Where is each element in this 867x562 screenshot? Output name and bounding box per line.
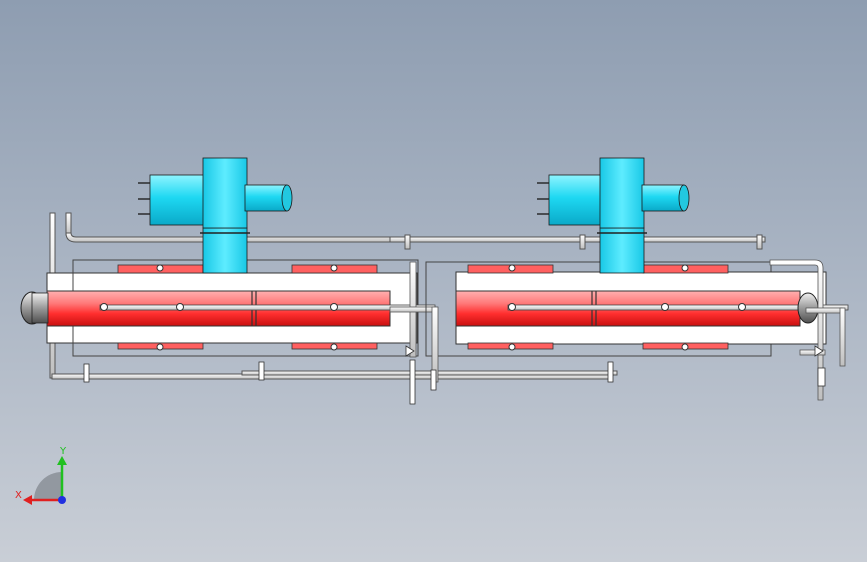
air-duct-left — [202, 227, 248, 274]
heater-module-left[interactable] — [20, 259, 436, 358]
motor-fan-left[interactable] — [138, 157, 293, 274]
shaft-left — [99, 304, 436, 311]
heater-module-right[interactable] — [425, 259, 849, 401]
motor-fan-right[interactable] — [537, 157, 690, 274]
motor-body-right — [548, 174, 604, 226]
air-duct-right — [599, 227, 645, 274]
shaft-right — [507, 304, 849, 311]
triad-x-label: X — [15, 490, 22, 501]
valves — [83, 345, 826, 405]
coordinate-triad-icon — [23, 456, 67, 505]
fan-housing-left — [202, 157, 248, 229]
triad-y-label: Y — [59, 446, 67, 457]
motor-body-left — [149, 174, 206, 226]
fan-housing-right — [599, 157, 645, 229]
